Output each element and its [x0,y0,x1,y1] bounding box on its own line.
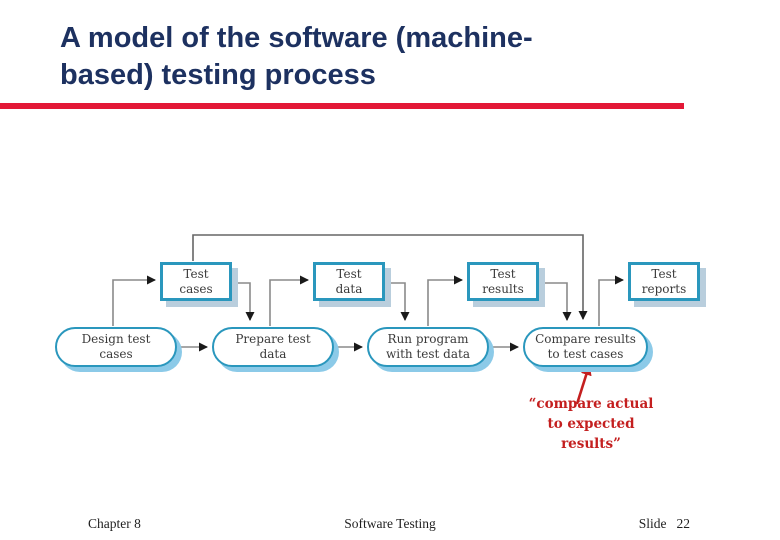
activity-oval-run-program: Run program with test data [367,327,489,367]
annotation-text: “compare actual to expected results” [528,396,654,452]
activity-label: Compare results to test cases [535,332,636,361]
annotation-arrow [575,364,592,405]
activity-label: Run program with test data [385,332,470,361]
artifact-box-test-data: Test data [313,262,385,301]
connector-compare-to-testreports [598,275,624,326]
footer-slide-value: 22 [676,516,691,531]
connector-design-to-testcases [112,275,156,326]
artifact-box-test-results: Test results [467,262,539,301]
artifact-box-test-cases: Test cases [160,262,232,301]
slide-title-line1: A model of the software (machine- [60,22,533,54]
artifact-label: Test reports [641,266,687,296]
slide-title-line2: based) testing process [60,59,376,91]
artifact-box-test-reports: Test reports [628,262,700,301]
connector-testcases-to-prepare [233,282,255,321]
footer-slide-number: Slide 22 [639,516,690,532]
artifact-label: Test results [482,266,524,296]
connector-testcases-to-compare [192,234,588,320]
connector-testdata-to-run [386,282,410,321]
artifact-label: Test data [335,266,363,296]
activity-label: Prepare test data [235,332,311,361]
slide-title: A model of the software (machine- based)… [60,20,740,94]
connector-testresults-to-compare [541,282,572,321]
activity-oval-design-test-cases: Design test cases [55,327,177,367]
activity-label: Design test cases [81,332,151,361]
activity-oval-prepare-test-data: Prepare test data [212,327,334,367]
activity-oval-compare-results: Compare results to test cases [523,327,648,367]
footer-course-title: Software Testing [344,516,436,531]
footer-chapter: Chapter 8 [88,516,141,531]
footer-slide-label: Slide [638,516,667,531]
connector-prepare-to-testdata [269,275,309,326]
title-underline-rule [0,103,684,109]
artifact-label: Test cases [179,266,213,296]
connector-run-to-testresults [427,275,463,326]
